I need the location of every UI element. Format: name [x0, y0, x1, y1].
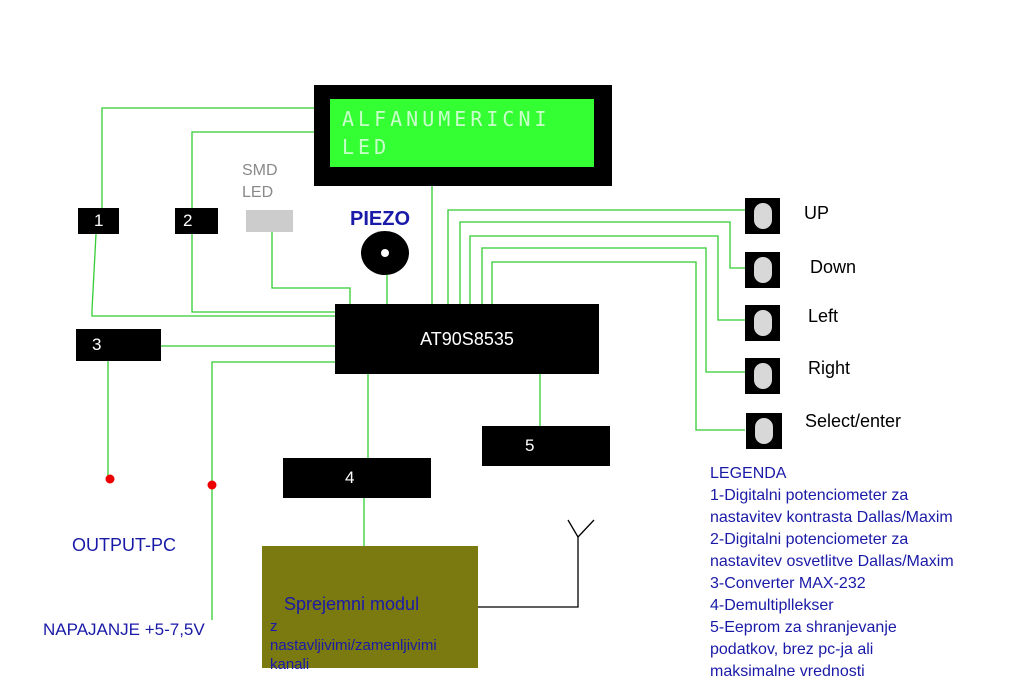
button-left-label: Left — [808, 306, 839, 326]
module-line-3: nastavljivimi/zamenljivimi — [270, 637, 437, 654]
power-terminal — [207, 480, 217, 490]
piezo-label: PIEZO — [350, 208, 411, 230]
module-subtitle: z nastavljivimi/zamenljivimi kanali — [270, 617, 437, 674]
block-4: 4 — [283, 458, 431, 498]
output-pc-terminal — [105, 474, 115, 484]
legend-line: 2-Digitalni potenciometer za — [710, 531, 909, 548]
piezo-icon — [361, 231, 409, 275]
smd-led-component — [246, 210, 293, 232]
smd-label-line-1: SMD — [242, 162, 278, 179]
button-down — [745, 252, 780, 288]
block-4-label: 4 — [345, 468, 355, 487]
block-5-label: 5 — [525, 436, 535, 455]
lcd-line-1: ALFANUMERICNI — [342, 107, 551, 131]
lcd-line-2: LED — [342, 135, 391, 159]
legend-line: maksimalne vrednosti — [710, 663, 865, 680]
module-line-2: z — [270, 618, 278, 635]
block-3: 3 — [76, 329, 161, 361]
mcu-chip: AT90S8535 — [335, 304, 599, 374]
button-select — [746, 413, 782, 449]
legend-line: 1-Digitalni potenciometer za — [710, 487, 909, 504]
power-label: NAPAJANJE +5-7,5V — [43, 620, 205, 639]
legend-line: 4-Demultipllekser — [710, 597, 834, 614]
legend-line: podatkov, brez pc-ja ali — [710, 641, 874, 658]
legend: LEGENDA 1-Digitalni potenciometer za nas… — [710, 463, 954, 683]
legend-line: 3-Converter MAX-232 — [710, 575, 866, 592]
legend-line: nastavitev kontrasta Dallas/Maxim — [710, 509, 953, 526]
button-left — [745, 305, 780, 341]
block-2-label: 2 — [183, 211, 193, 230]
lcd-screen: ALFANUMERICNI LED — [330, 99, 594, 167]
button-right-label: Right — [808, 358, 851, 378]
output-pc-label: OUTPUT-PC — [72, 535, 177, 555]
block-5: 5 — [482, 426, 610, 466]
smd-led-label: SMD LED — [242, 160, 278, 204]
legend-line: nastavitev osvetlitve Dallas/Maxim — [710, 553, 954, 570]
legend-line: 5-Eeprom za shranjevanje — [710, 619, 897, 636]
mcu-label: AT90S8535 — [420, 328, 514, 349]
legend-title: LEGENDA — [710, 465, 787, 482]
button-up — [745, 198, 780, 234]
smd-label-line-2: LED — [242, 184, 274, 201]
button-up-label: UP — [804, 203, 830, 223]
button-down-label: Down — [810, 257, 857, 277]
module-line-4: kanali — [270, 656, 310, 673]
lcd-display: ALFANUMERICNI LED — [314, 85, 612, 186]
button-right — [745, 358, 780, 394]
receiver-module — [262, 546, 478, 668]
block-2: 2 — [175, 208, 218, 234]
block-3-label: 3 — [92, 335, 102, 354]
block-1-label: 1 — [94, 211, 104, 230]
module-title: Sprejemni modul — [284, 594, 420, 614]
block-1: 1 — [78, 208, 119, 234]
button-select-label: Select/enter — [805, 411, 902, 431]
